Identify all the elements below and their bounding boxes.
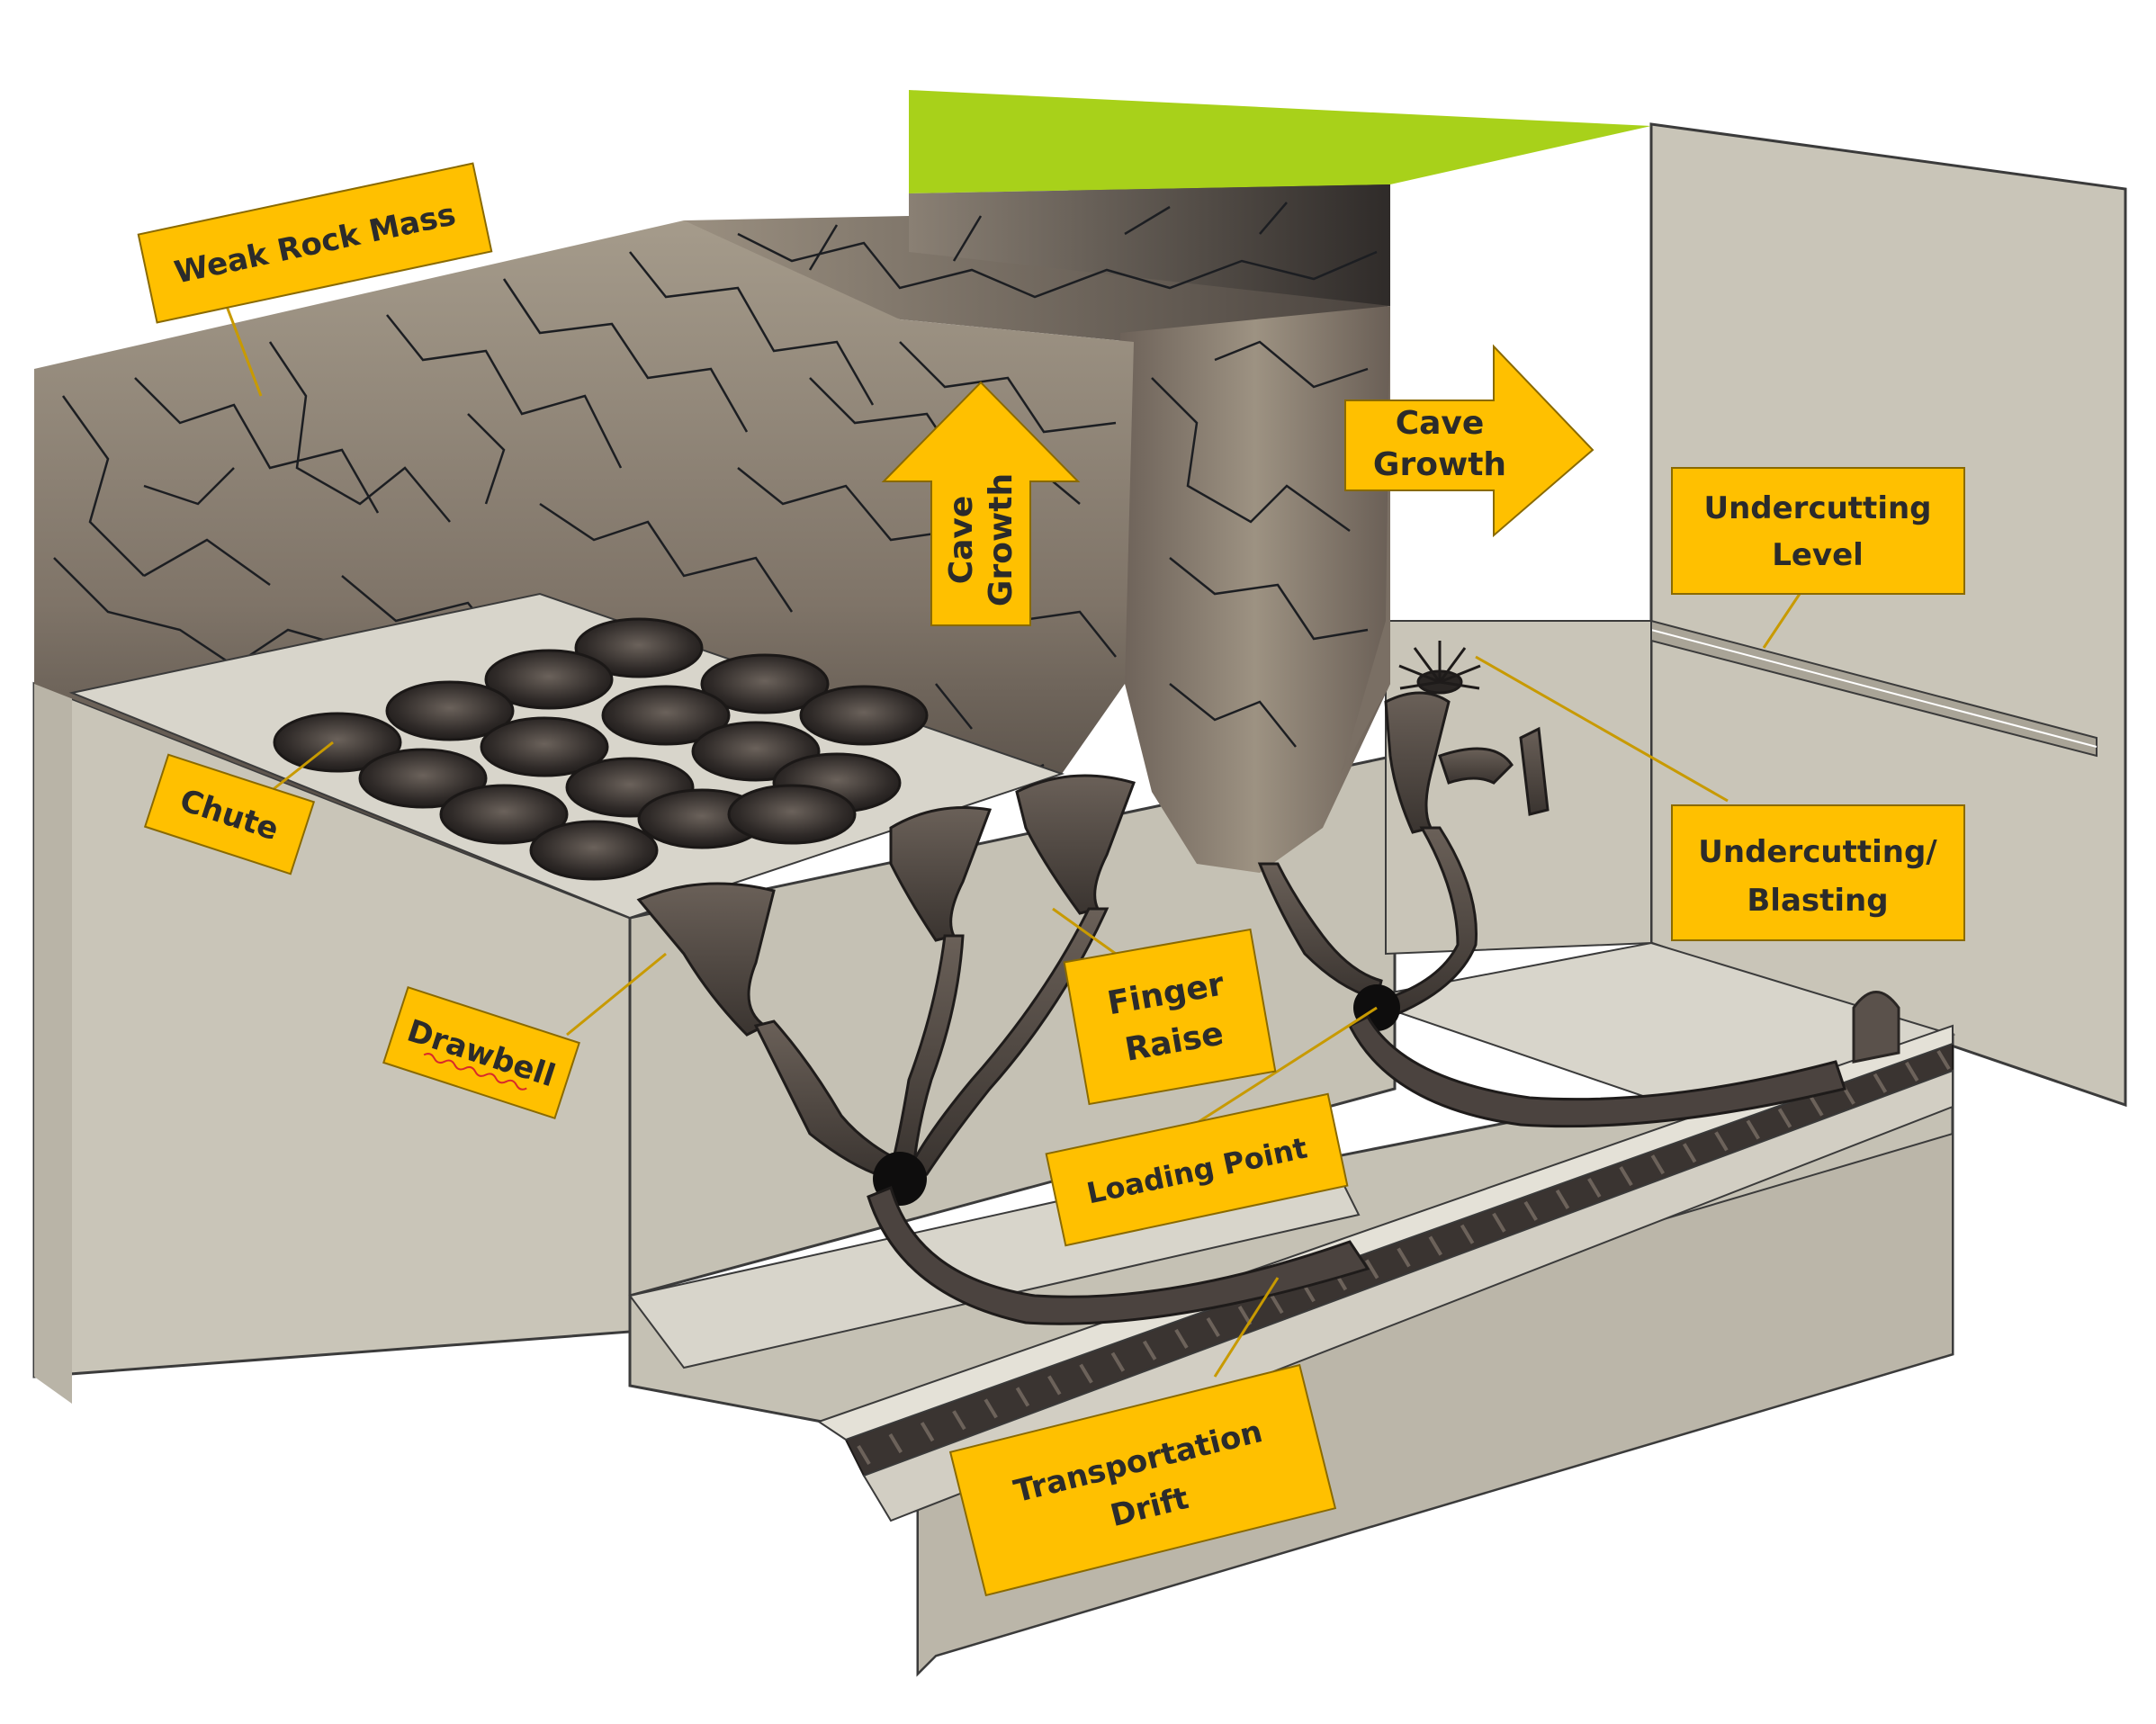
- rail-tie: [1364, 1259, 1379, 1280]
- chute-grid: [273, 617, 929, 881]
- rail-tie: [1206, 1316, 1220, 1337]
- label-undercutting-level: Undercutting Level: [1671, 467, 1965, 595]
- right-rock-wall: [1649, 122, 2127, 1108]
- chute: [700, 653, 830, 714]
- rail-tie: [952, 1410, 966, 1431]
- chute: [385, 680, 515, 741]
- cave-growth-up-text-2: Growth: [983, 473, 1020, 606]
- svg-text:Blasting: Blasting: [1747, 883, 1888, 919]
- central-cut-wall: [628, 754, 1397, 1297]
- cliff-face: [909, 184, 1390, 306]
- rail-tie: [1270, 1294, 1284, 1315]
- svg-text:Undercutting: Undercutting: [1703, 490, 1931, 526]
- rail-tie: [1079, 1363, 1093, 1384]
- chute: [484, 649, 614, 710]
- svg-text:Undercutting/: Undercutting/: [1698, 834, 1937, 870]
- drawbell-funnel: [636, 882, 776, 1037]
- chute: [273, 712, 402, 773]
- rail-tie: [888, 1433, 903, 1454]
- svg-text:Level: Level: [1772, 537, 1864, 573]
- drift-side-ledge: [816, 1024, 1954, 1441]
- finger-raise: [1519, 726, 1550, 816]
- loading-drift: [1347, 1015, 1846, 1128]
- rail-tie: [1428, 1235, 1443, 1256]
- rail-tie: [1174, 1328, 1189, 1349]
- drawbell-funnel: [889, 806, 993, 942]
- rail-tie: [1047, 1375, 1062, 1396]
- cave-growth-up-text-1: Cave: [943, 496, 980, 585]
- rail-tie: [1936, 1049, 1951, 1071]
- rail-tie: [1810, 1096, 1824, 1117]
- rail-tie: [1746, 1119, 1760, 1140]
- rail-tie: [984, 1398, 998, 1419]
- drift-portal: [1852, 991, 1900, 1064]
- label-chute: Chute: [143, 753, 316, 875]
- chute: [574, 617, 704, 678]
- rail-tie: [920, 1422, 935, 1442]
- rail-tie: [1523, 1200, 1538, 1221]
- chute: [480, 716, 609, 777]
- label-loading-point: Loading Point: [1045, 1092, 1349, 1247]
- chute: [799, 685, 929, 746]
- chute: [358, 748, 488, 809]
- chute: [529, 820, 659, 881]
- cave-growth-right-arrow: Cave Growth: [1344, 344, 1595, 538]
- ground-surface: [909, 90, 1651, 193]
- rail-tie: [1650, 1154, 1666, 1175]
- label-transportation-drift: Transportation Drift: [948, 1363, 1337, 1597]
- rail-tie: [1110, 1351, 1126, 1372]
- label-drawbell: Drawbell: [382, 985, 580, 1120]
- rock-face-extension: [1341, 306, 1390, 774]
- chute: [601, 685, 731, 746]
- rail-tie: [1587, 1178, 1602, 1199]
- rail-tie: [1142, 1340, 1157, 1360]
- rail-tie: [1777, 1108, 1792, 1128]
- rail-tie: [857, 1444, 871, 1466]
- undercutting-blast-point: [1398, 641, 1481, 695]
- label-finger-raise: Finger Raise: [1063, 928, 1277, 1106]
- rail-tie: [1714, 1131, 1729, 1152]
- cave-growth-up-arrow: Cave Growth: [881, 381, 1081, 626]
- drawbell-funnel: [1384, 691, 1451, 834]
- rail-tie: [1015, 1387, 1030, 1407]
- rail-tie: [1492, 1212, 1506, 1233]
- rail-tie: [1619, 1166, 1633, 1187]
- rock-column-right: [1120, 306, 1390, 873]
- chute: [727, 784, 857, 845]
- rail-tie: [1904, 1061, 1919, 1082]
- finger-raise: [1438, 747, 1514, 785]
- label-undercutting-blasting: Undercutting/ Blasting: [1671, 804, 1965, 941]
- loading-drift: [867, 1185, 1370, 1325]
- rail-tie: [1460, 1224, 1475, 1244]
- rock-cracks: [53, 202, 1378, 794]
- rail-tie: [1555, 1189, 1570, 1209]
- rail-tie: [1682, 1143, 1697, 1163]
- chute: [439, 784, 569, 845]
- drawbells: [636, 691, 1550, 1181]
- drawbell-funnel: [1015, 774, 1136, 915]
- rail-ties: [857, 1049, 1951, 1466]
- cave-growth-right-text-1: Cave: [1396, 405, 1485, 442]
- cave-growth-right-text-2: Growth: [1373, 446, 1506, 483]
- rail-tie: [1397, 1247, 1411, 1268]
- rail-tie: [1873, 1073, 1888, 1093]
